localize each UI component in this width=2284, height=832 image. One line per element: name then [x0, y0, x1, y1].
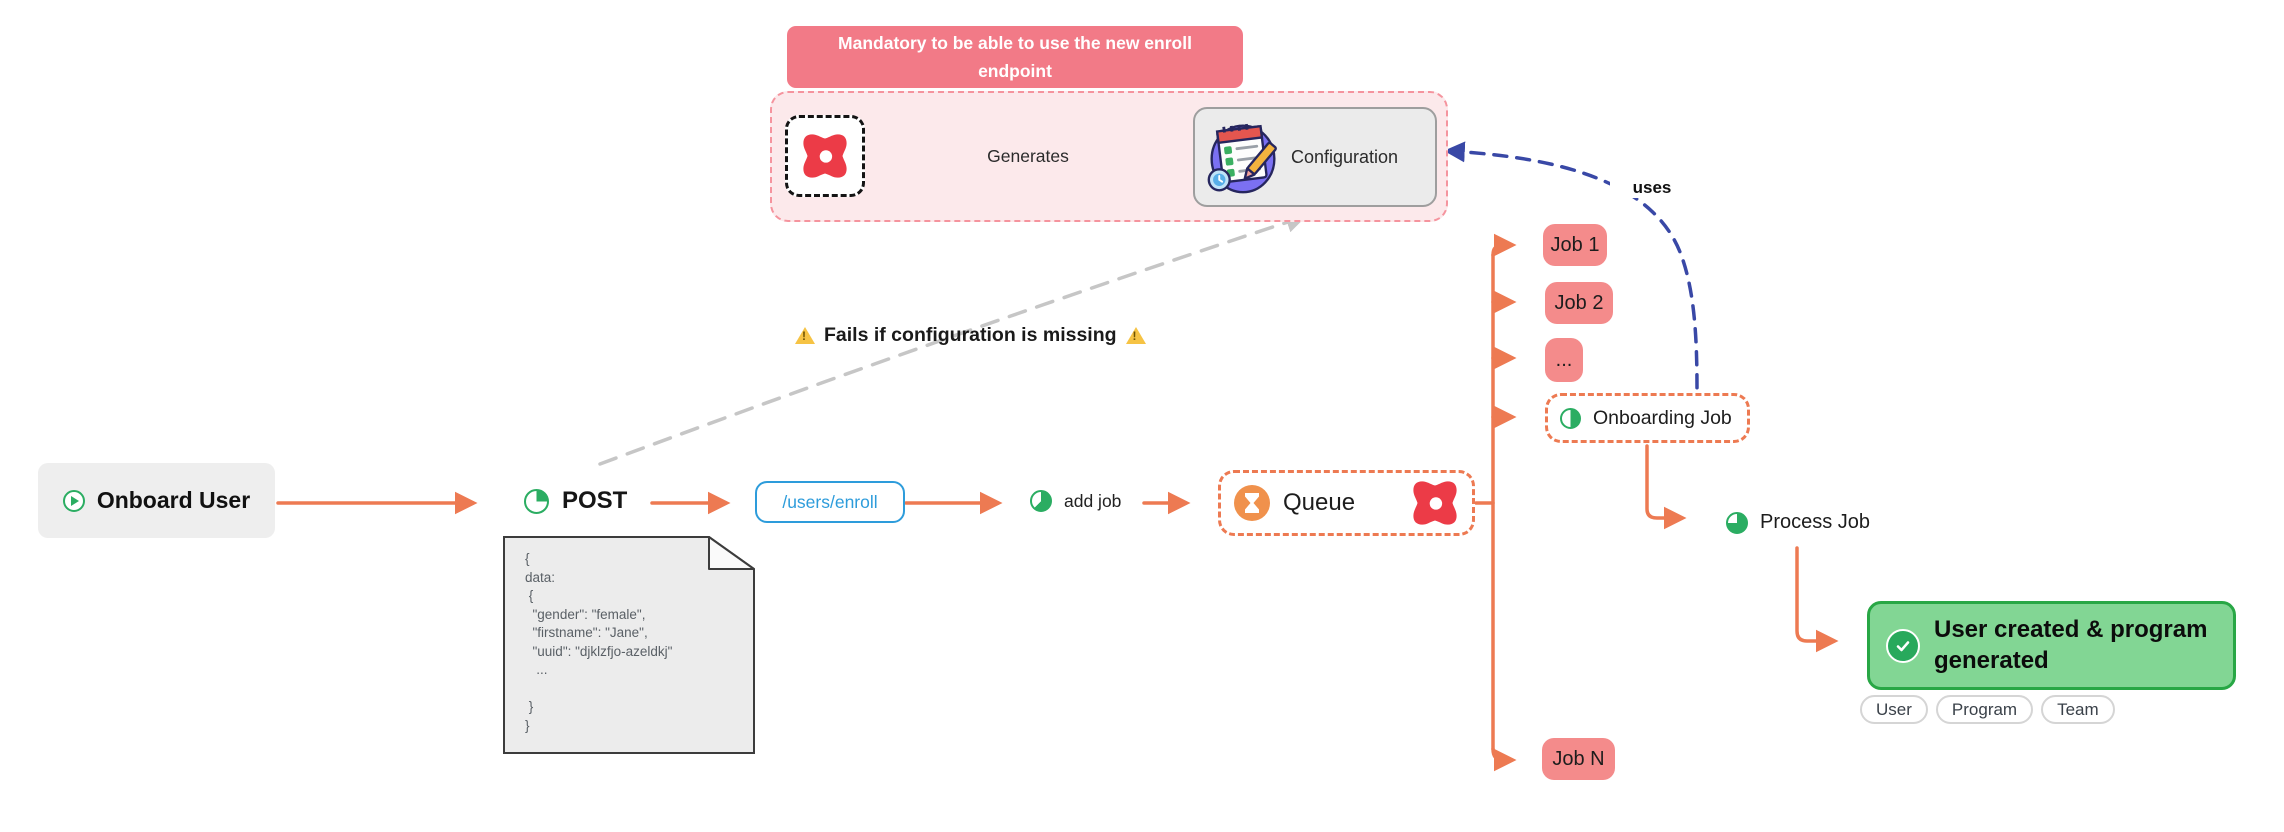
progress-pie-icon: [1030, 490, 1052, 512]
add-job-label: add job: [1064, 490, 1122, 511]
process-job-label: Process Job: [1760, 511, 1871, 533]
job-1-node: Job 1: [1543, 224, 1607, 266]
progress-three-quarter-icon: [1726, 511, 1748, 534]
job-2-node: Job 2: [1545, 282, 1613, 324]
red-app-logo-icon: [803, 134, 847, 178]
warning-icon: [1125, 327, 1146, 344]
tag-user: User: [1860, 695, 1928, 724]
progress-half-icon: [1560, 407, 1581, 429]
tag-team: Team: [2041, 695, 2115, 724]
onboard-user-label: Onboard User: [96, 487, 251, 513]
result-title: User created & program generated: [1934, 615, 2208, 674]
service-logo-box: [785, 115, 865, 197]
onboarding-job-label: Onboarding Job: [1593, 406, 1732, 429]
red-app-logo-icon: [1413, 481, 1457, 525]
warning-icon: [795, 327, 815, 344]
warning-note: Fails if configuration is missing: [795, 324, 1146, 347]
warning-text: Fails if configuration is missing: [824, 324, 1117, 346]
generates-label: Generates: [987, 146, 1069, 166]
onboarding-job-node: Onboarding Job: [1545, 393, 1750, 443]
request-payload-document: { data: { "gender": "female", "firstname…: [503, 536, 755, 754]
document-shape: [503, 536, 755, 754]
flow-arrows: [276, 233, 1839, 772]
uses-dashed-arrow: [1443, 141, 1699, 392]
add-job-step: add job: [1030, 490, 1121, 512]
jobs-ellipsis-node: ...: [1545, 338, 1583, 382]
payload-json-text: { data: { "gender": "female", "firstname…: [525, 551, 673, 733]
queue-label: Queue: [1283, 489, 1356, 516]
configuration-checklist-icon: [1207, 123, 1277, 194]
process-job-step: Process Job: [1726, 511, 1870, 534]
fails-dashed-arrow: [598, 212, 1307, 466]
post-label: POST: [562, 487, 628, 514]
play-icon: [62, 489, 85, 512]
post-node: POST: [524, 487, 627, 515]
uses-label: uses: [1610, 178, 1694, 198]
queue-node: Queue: [1218, 470, 1475, 536]
enroll-endpoint-node: /users/enroll: [755, 481, 905, 523]
result-node: User created & program generated: [1867, 601, 2236, 690]
configuration-node: Configuration: [1193, 107, 1437, 207]
mandatory-banner: Mandatory to be able to use the new enro…: [787, 26, 1243, 88]
job-n-node: Job N: [1542, 738, 1615, 780]
tag-program: Program: [1935, 695, 2034, 724]
configuration-label: Configuration: [1291, 146, 1399, 167]
hourglass-icon: [1234, 485, 1270, 521]
success-check-icon: [1886, 628, 1920, 663]
result-tags: User Program Team: [1860, 695, 2115, 724]
onboard-user-node: Onboard User: [38, 463, 275, 538]
progress-quarter-icon: [524, 488, 549, 514]
